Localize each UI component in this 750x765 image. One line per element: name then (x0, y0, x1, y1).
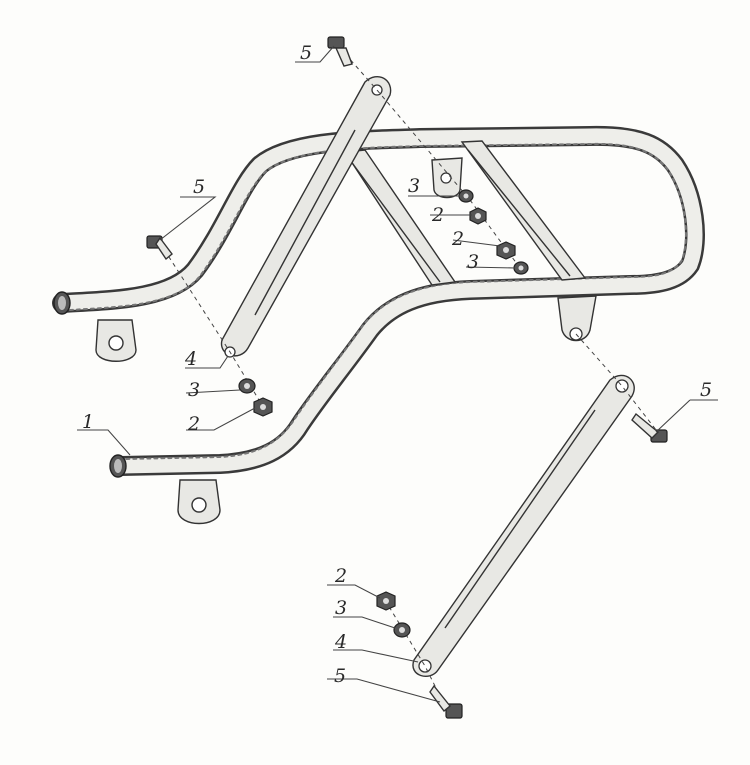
mounting-lug-front (177, 479, 221, 525)
bolt-bottom (429, 684, 463, 719)
nut-left (253, 397, 273, 417)
strut-upper (220, 76, 392, 358)
washer-left (238, 378, 256, 394)
frame-cross-bars (343, 140, 587, 286)
bracket-rear (557, 295, 597, 342)
callout-4-bottom: 4 (334, 631, 347, 653)
leader-lines (77, 45, 718, 703)
strut-lower (412, 374, 635, 678)
bolt-left (146, 235, 173, 261)
washer-center-upper (458, 189, 474, 203)
bolt-right (631, 412, 668, 443)
callout-3-center-lower: 3 (467, 251, 479, 273)
washer-bottom (393, 622, 411, 638)
callout-2-bottom: 2 (334, 565, 347, 587)
callout-2-left: 2 (187, 413, 200, 435)
frame-tube (52, 125, 705, 478)
callout-3-bottom: 3 (335, 597, 347, 619)
callout-3-left: 3 (188, 379, 200, 401)
callout-2-center-upper: 2 (431, 204, 444, 226)
bolt-top (327, 36, 353, 67)
bracket-center (431, 157, 463, 199)
callout-3-center-upper: 3 (408, 175, 420, 197)
nut-bottom (376, 591, 396, 611)
callout-5-top: 5 (300, 42, 312, 64)
nut-center-lower (496, 241, 516, 260)
callout-labels: 5 5 5 5 3 2 2 3 4 3 2 1 2 3 4 (82, 42, 712, 687)
callout-4-left: 4 (184, 348, 197, 370)
washer-center-lower (513, 261, 529, 275)
callout-1-frame: 1 (82, 411, 94, 433)
nut-center-upper (469, 207, 487, 225)
callout-2-center-lower: 2 (451, 228, 464, 250)
mounting-lug-left (95, 319, 137, 362)
callout-5-bottom: 5 (334, 665, 346, 687)
callout-5-right: 5 (700, 379, 712, 401)
callout-5-left: 5 (193, 176, 205, 198)
